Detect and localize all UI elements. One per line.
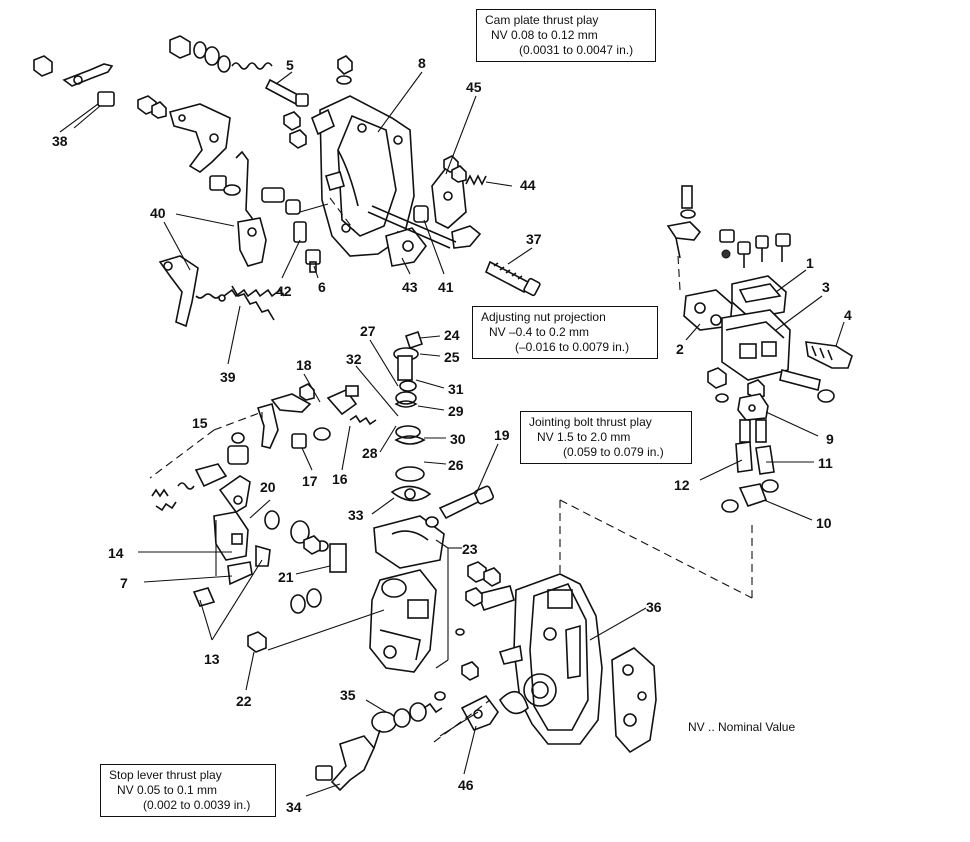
adjusting-nut-title: Adjusting nut projection bbox=[481, 310, 606, 324]
part-label-25: 25 bbox=[444, 349, 460, 365]
roller-holder-23 bbox=[369, 515, 449, 673]
part-label-20: 20 bbox=[260, 479, 276, 495]
jointing-bolt-19 bbox=[438, 485, 494, 520]
bushing-35 bbox=[371, 691, 446, 733]
part-label-46: 46 bbox=[458, 777, 474, 793]
part-label-29: 29 bbox=[448, 403, 464, 419]
stop-lever-34 bbox=[315, 729, 381, 792]
stud-top-right bbox=[666, 185, 791, 268]
lever-assembly-40 bbox=[158, 150, 329, 328]
part-label-45: 45 bbox=[466, 79, 482, 95]
part-label-4: 4 bbox=[844, 307, 852, 323]
part-label-30: 30 bbox=[450, 431, 466, 447]
part-label-3: 3 bbox=[822, 279, 830, 295]
control-lever-14 bbox=[192, 475, 310, 607]
part-label-18: 18 bbox=[296, 357, 312, 373]
cam-plate-inches: (0.0031 to 0.0047 in.) bbox=[519, 43, 634, 57]
part-label-2: 2 bbox=[676, 341, 684, 357]
adjusting-bolt-37 bbox=[484, 260, 541, 297]
part-label-34: 34 bbox=[286, 799, 302, 815]
part-label-8: 8 bbox=[418, 55, 426, 71]
cam-plate-title: Cam plate thrust play bbox=[485, 13, 599, 27]
bolt-6 bbox=[305, 249, 321, 273]
cam-plate-value: NV 0.08 to 0.12 mm bbox=[491, 28, 598, 42]
part-label-38: 38 bbox=[52, 133, 68, 149]
pump-body-36 bbox=[499, 573, 603, 745]
part-label-23: 23 bbox=[462, 541, 478, 557]
part-label-10: 10 bbox=[816, 515, 832, 531]
top-small-nuts bbox=[283, 55, 353, 149]
adjusting-nut-inches: (–0.016 to 0.0079 in.) bbox=[515, 340, 630, 354]
part-label-33: 33 bbox=[348, 507, 364, 523]
nut-22 bbox=[247, 609, 385, 653]
part-label-12: 12 bbox=[674, 477, 690, 493]
part-label-13: 13 bbox=[204, 651, 220, 667]
part-label-41: 41 bbox=[438, 279, 454, 295]
fitting-4 bbox=[779, 341, 853, 403]
bracket-plate bbox=[169, 103, 231, 173]
part-label-27: 27 bbox=[360, 323, 376, 339]
part-label-17: 17 bbox=[302, 473, 318, 489]
part-label-44: 44 bbox=[520, 177, 536, 193]
part-label-7: 7 bbox=[120, 575, 128, 591]
nominal-value-legend: NV .. Nominal Value bbox=[688, 720, 796, 734]
cover-1 bbox=[731, 275, 787, 319]
block-21 bbox=[290, 535, 347, 614]
part-label-14: 14 bbox=[108, 545, 124, 561]
part-label-19: 19 bbox=[494, 427, 510, 443]
part-label-1: 1 bbox=[806, 255, 814, 271]
plate-46 bbox=[460, 694, 499, 731]
link-group-15 bbox=[151, 383, 377, 512]
shaft-41-43 bbox=[367, 205, 482, 267]
pivot-pin-42 bbox=[293, 221, 307, 243]
washer-stack-5 bbox=[169, 35, 309, 107]
part-label-15: 15 bbox=[192, 415, 208, 431]
block-9 bbox=[737, 393, 769, 421]
fittings-11-12 bbox=[721, 419, 779, 513]
nut-group-top-left bbox=[33, 55, 167, 119]
adjusting-nut-projection-box: Adjusting nut projection NV –0.4 to 0.2 … bbox=[472, 306, 658, 359]
adjusting-nut-value: NV –0.4 to 0.2 mm bbox=[489, 325, 590, 339]
stop-lever-value: NV 0.05 to 0.1 mm bbox=[117, 783, 218, 797]
leader-lines bbox=[59, 71, 845, 797]
part-label-32: 32 bbox=[346, 351, 362, 367]
plunger-stack-24-33 bbox=[390, 330, 432, 502]
jointing-bolt-value: NV 1.5 to 2.0 mm bbox=[537, 430, 631, 444]
part-label-43: 43 bbox=[402, 279, 418, 295]
bolts-near-body bbox=[455, 561, 523, 681]
stop-lever-inches: (0.002 to 0.0039 in.) bbox=[143, 798, 251, 812]
gasket-36 bbox=[611, 647, 657, 754]
housing-3 bbox=[721, 309, 791, 381]
cam-plate-thrust-play-box: Cam plate thrust play NV 0.08 to 0.12 mm… bbox=[476, 9, 656, 62]
part-label-5: 5 bbox=[286, 57, 294, 73]
part-label-37: 37 bbox=[526, 231, 542, 247]
part-label-11: 11 bbox=[818, 455, 833, 471]
part-label-26: 26 bbox=[448, 457, 464, 473]
stud-bolt-38 bbox=[73, 91, 115, 129]
part-label-42: 42 bbox=[276, 283, 292, 299]
stop-lever-thrust-play-box: Stop lever thrust play NV 0.05 to 0.1 mm… bbox=[100, 764, 276, 817]
stop-lever-title: Stop lever thrust play bbox=[109, 768, 222, 782]
part-label-24: 24 bbox=[444, 327, 460, 343]
jointing-bolt-inches: (0.059 to 0.079 in.) bbox=[563, 445, 664, 459]
part-label-16: 16 bbox=[332, 471, 348, 487]
lever-45 bbox=[431, 155, 487, 229]
part-label-31: 31 bbox=[448, 381, 464, 397]
part-labels: 1 2 3 4 5 6 7 8 9 10 11 12 13 14 15 16 1… bbox=[52, 55, 852, 815]
part-label-6: 6 bbox=[318, 279, 326, 295]
part-label-9: 9 bbox=[826, 431, 834, 447]
part-label-35: 35 bbox=[340, 687, 356, 703]
part-label-39: 39 bbox=[220, 369, 236, 385]
jointing-bolt-title: Jointing bolt thrust play bbox=[529, 415, 652, 429]
part-label-28: 28 bbox=[362, 445, 378, 461]
part-label-21: 21 bbox=[278, 569, 294, 585]
part-label-40: 40 bbox=[150, 205, 166, 221]
part-label-22: 22 bbox=[236, 693, 252, 709]
part-label-36: 36 bbox=[646, 599, 662, 615]
jointing-bolt-thrust-play-box: Jointing bolt thrust play NV 1.5 to 2.0 … bbox=[520, 411, 692, 464]
spring-39 bbox=[218, 285, 285, 321]
